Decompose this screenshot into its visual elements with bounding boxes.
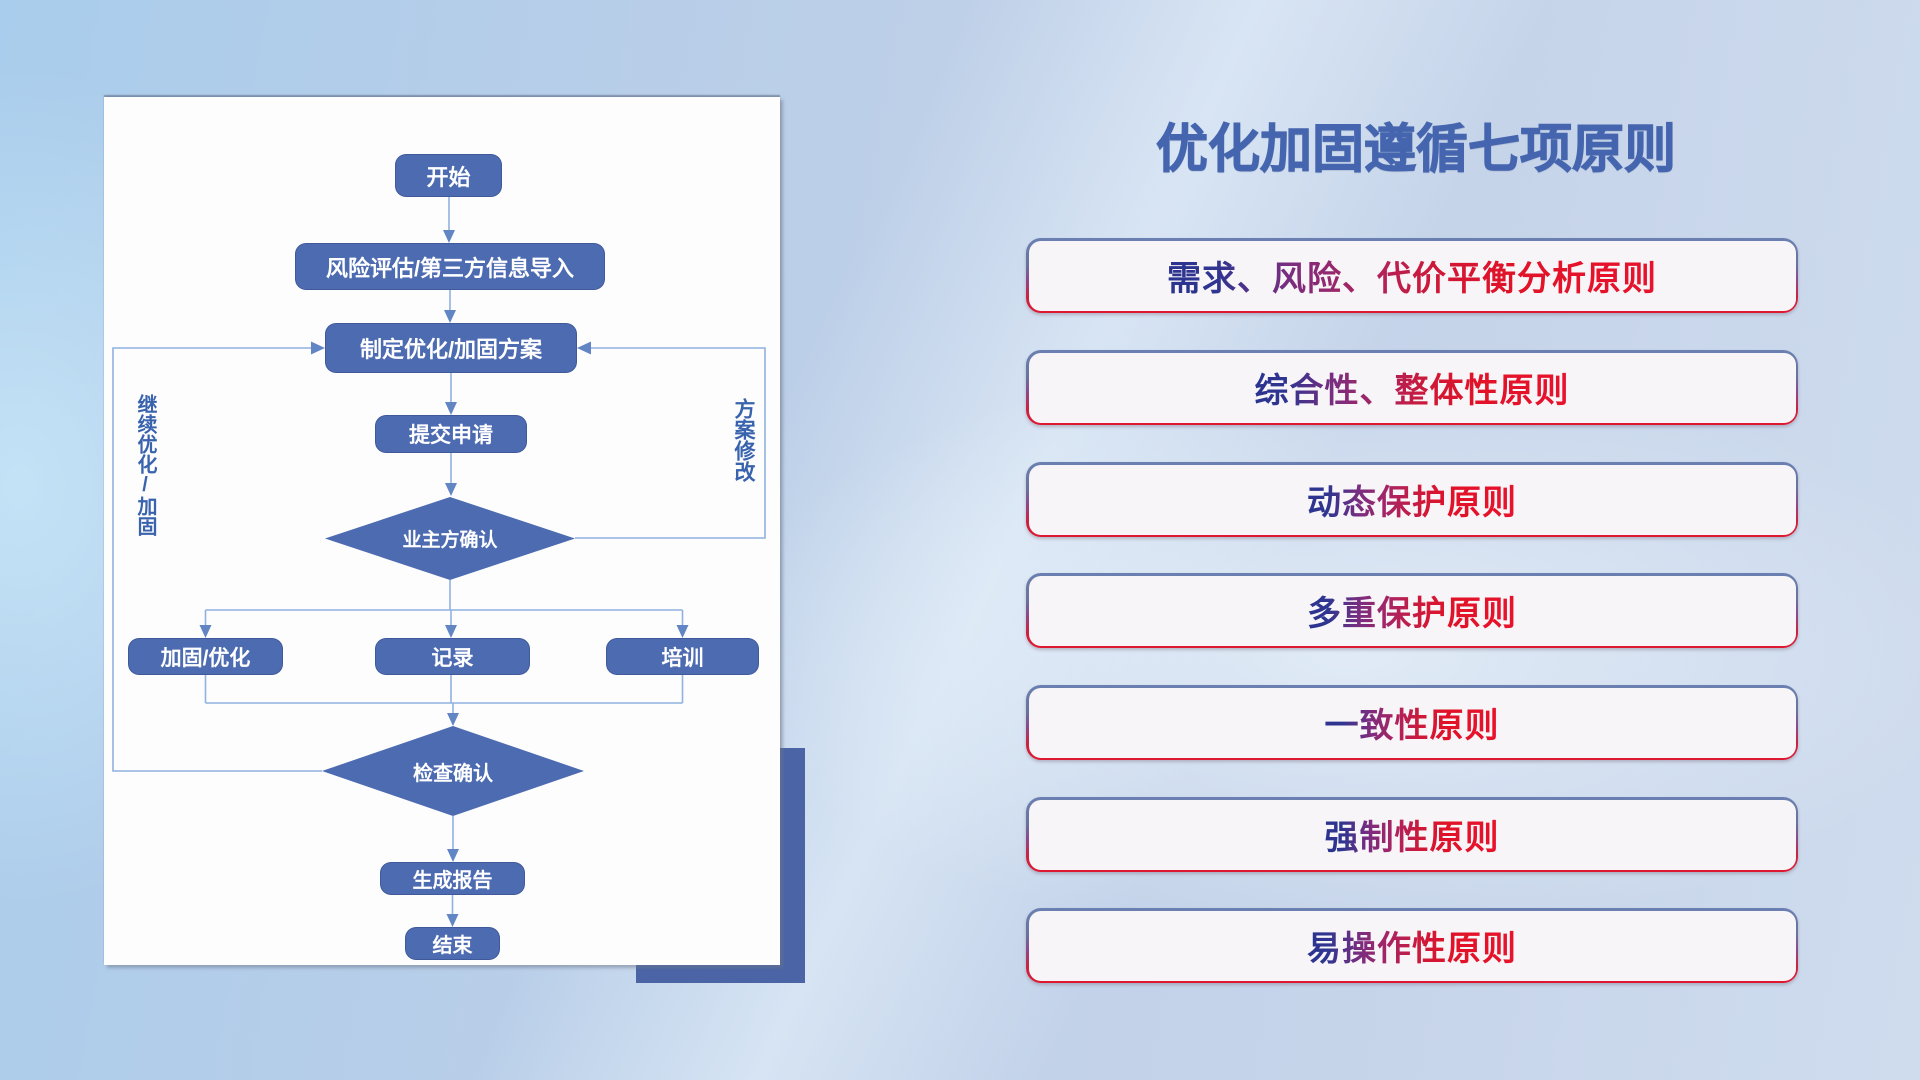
principle-item-3: 动态保护原则 [1026,462,1798,537]
flow-node-end: 结束 [405,927,500,960]
flow-node-start: 开始 [395,154,502,197]
flow-node-report-label: 生成报告 [412,870,493,892]
principle-item-4: 多重保护原则 [1026,573,1798,648]
flow-node-training-label: 培训 [661,646,704,670]
principle-3-label: 动态保护原则 [1307,475,1517,524]
flow-node-check-confirm-label: 检查确认 [413,762,493,785]
flow-node-end-label: 结束 [432,935,473,957]
principle-item-1: 需求、风险、代价平衡分析原则 [1026,238,1798,313]
flowchart-card: 开始 风险评估/第三方信息导入 制定优化/加固方案 提交申请 业主方确认 加固/… [104,97,780,965]
flow-node-submit: 提交申请 [375,415,527,453]
flow-edge-label-revise: 方案修改 [732,398,755,482]
flow-node-start-label: 开始 [426,164,471,190]
flow-edge-label-continue: 继续优化/加固 [134,394,156,536]
flow-node-training: 培训 [606,638,759,675]
flow-node-submit-label: 提交申请 [409,424,493,447]
principle-4-label: 多重保护原则 [1307,586,1517,635]
principle-item-5: 一致性原则 [1026,685,1798,760]
panel-title: 优化加固遵循七项原则 [1155,121,1676,180]
principle-1-label: 需求、风险、代价平衡分析原则 [1167,251,1657,300]
principle-7-label: 易操作性原则 [1307,921,1517,970]
flow-node-report: 生成报告 [380,862,525,895]
flow-node-plan: 制定优化/加固方案 [325,323,577,373]
flow-node-owner-confirm-label: 业主方确认 [402,530,498,551]
principle-item-6: 强制性原则 [1026,797,1798,872]
flow-node-assess-label: 风险评估/第三方信息导入 [325,255,575,281]
principle-5-label: 一致性原则 [1325,698,1500,747]
flow-node-record: 记录 [375,638,530,675]
flow-node-record-label: 记录 [431,646,474,670]
flow-node-plan-label: 制定优化/加固方案 [359,337,543,362]
flow-node-assess: 风险评估/第三方信息导入 [295,243,605,290]
flow-node-reinforce: 加固/优化 [128,638,283,675]
principle-item-2: 综合性、整体性原则 [1026,350,1798,425]
flow-connectors [112,197,766,927]
flow-node-reinforce-label: 加固/优化 [160,646,251,670]
principle-2-label: 综合性、整体性原则 [1255,363,1570,412]
principle-item-7: 易操作性原则 [1026,908,1798,983]
principle-6-label: 强制性原则 [1325,810,1500,859]
